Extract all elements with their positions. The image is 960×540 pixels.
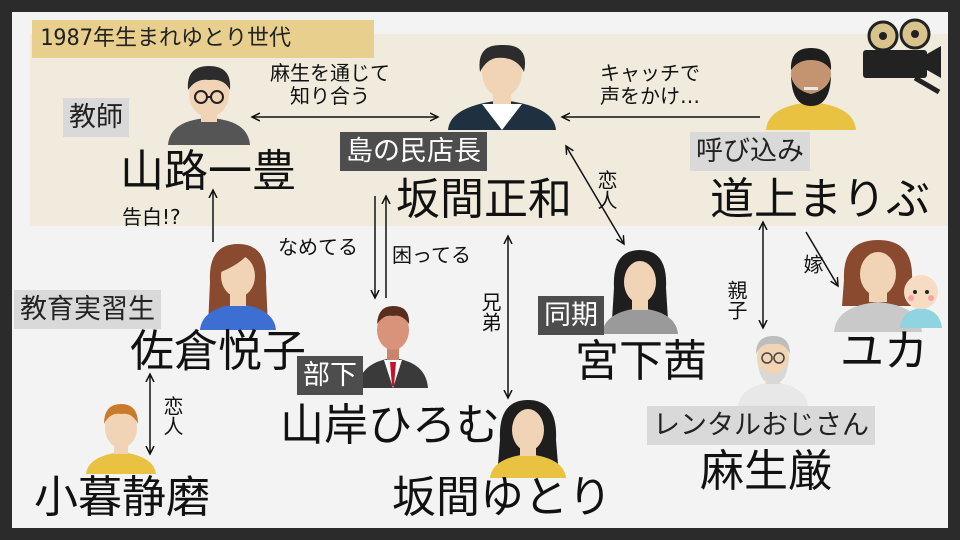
label-called-out: キャッチで 声をかけ… bbox=[600, 61, 700, 108]
chart-title: 1987年生まれゆとり世代 bbox=[32, 20, 374, 58]
subordinate-avatar bbox=[358, 306, 428, 388]
peer-avatar bbox=[602, 250, 678, 334]
kogure-avatar bbox=[86, 404, 156, 474]
film-camera-icon bbox=[863, 18, 941, 95]
role-sakura: 教育実習生 bbox=[14, 290, 161, 329]
rental-uncle-avatar bbox=[738, 336, 808, 406]
label-troubled: 困ってる bbox=[392, 243, 471, 267]
label-met-via-asou: 麻生を通じて 知り合う bbox=[270, 61, 390, 108]
name-masakazu: 坂間正和 bbox=[396, 174, 572, 225]
manager-avatar bbox=[448, 44, 556, 130]
role-yamaji: 教師 bbox=[63, 98, 129, 137]
tout-avatar bbox=[766, 48, 856, 130]
label-lovers-1: 恋人 bbox=[594, 170, 618, 210]
name-yamagishi: 山岸ひろむ bbox=[280, 400, 500, 451]
name-sakura: 佐倉悦子 bbox=[130, 326, 306, 377]
name-yuka: ユカ bbox=[840, 326, 928, 377]
arrow-michigami-yuka bbox=[805, 231, 838, 286]
student-teacher-avatar bbox=[200, 244, 276, 330]
teacher-avatar bbox=[168, 66, 250, 145]
label-teasing: なめてる bbox=[278, 235, 358, 259]
name-yutori: 坂間ゆとり bbox=[392, 472, 612, 523]
role-asou: レンタルおじさん bbox=[647, 406, 875, 445]
name-asou: 麻生厳 bbox=[700, 446, 832, 497]
name-yamaji: 山路一豊 bbox=[120, 146, 296, 197]
role-michigami: 呼び込み bbox=[690, 132, 810, 171]
label-brothers: 兄弟 bbox=[478, 292, 502, 332]
name-miyashita: 宮下茜 bbox=[575, 336, 707, 387]
role-miyashita: 同期 bbox=[538, 296, 604, 335]
yutori-avatar bbox=[490, 400, 566, 478]
wife-avatar bbox=[834, 240, 922, 332]
name-michigami: 道上まりぶ bbox=[710, 174, 930, 225]
role-yamagishi: 部下 bbox=[297, 356, 363, 395]
label-wife: 嫁 bbox=[800, 254, 824, 274]
label-father-son: 親子 bbox=[724, 280, 748, 320]
baby-icon bbox=[900, 275, 942, 328]
role-masakazu: 島の民店長 bbox=[340, 132, 487, 171]
label-confession: 告白!? bbox=[122, 205, 181, 229]
arrow-masakazu-miyashita bbox=[566, 146, 624, 244]
label-lovers-2: 恋人 bbox=[160, 396, 184, 436]
name-kogure: 小暮静磨 bbox=[34, 472, 210, 523]
